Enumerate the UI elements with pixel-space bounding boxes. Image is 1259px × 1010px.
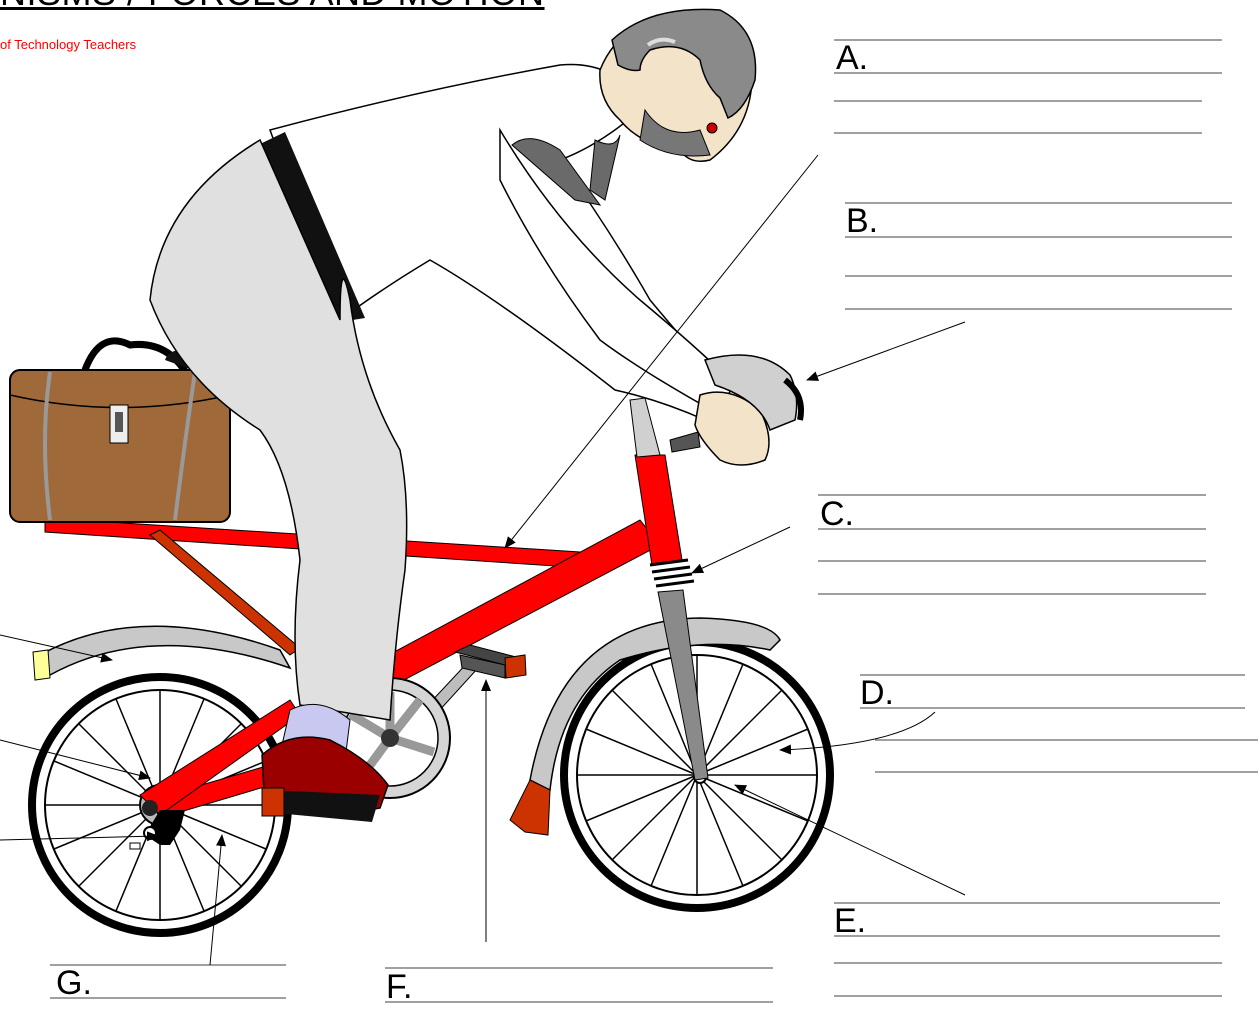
label-a: A. [836, 41, 868, 75]
label-e: E. [834, 904, 866, 938]
leader-g [210, 835, 222, 965]
mudflap [510, 780, 550, 835]
label-d: D. [860, 676, 894, 710]
suspension-spring [650, 560, 694, 586]
leader-b [807, 322, 965, 380]
label-b: B. [846, 204, 878, 238]
label-g: G. [56, 966, 92, 1000]
label-f: F. [386, 970, 412, 1004]
leader-left-2 [0, 740, 150, 778]
label-c: C. [820, 497, 854, 531]
rear-reflector [33, 650, 50, 680]
leader-e [735, 785, 965, 895]
rear-mudguard [40, 626, 290, 675]
rider-head [600, 9, 756, 161]
leader-c [692, 527, 790, 573]
